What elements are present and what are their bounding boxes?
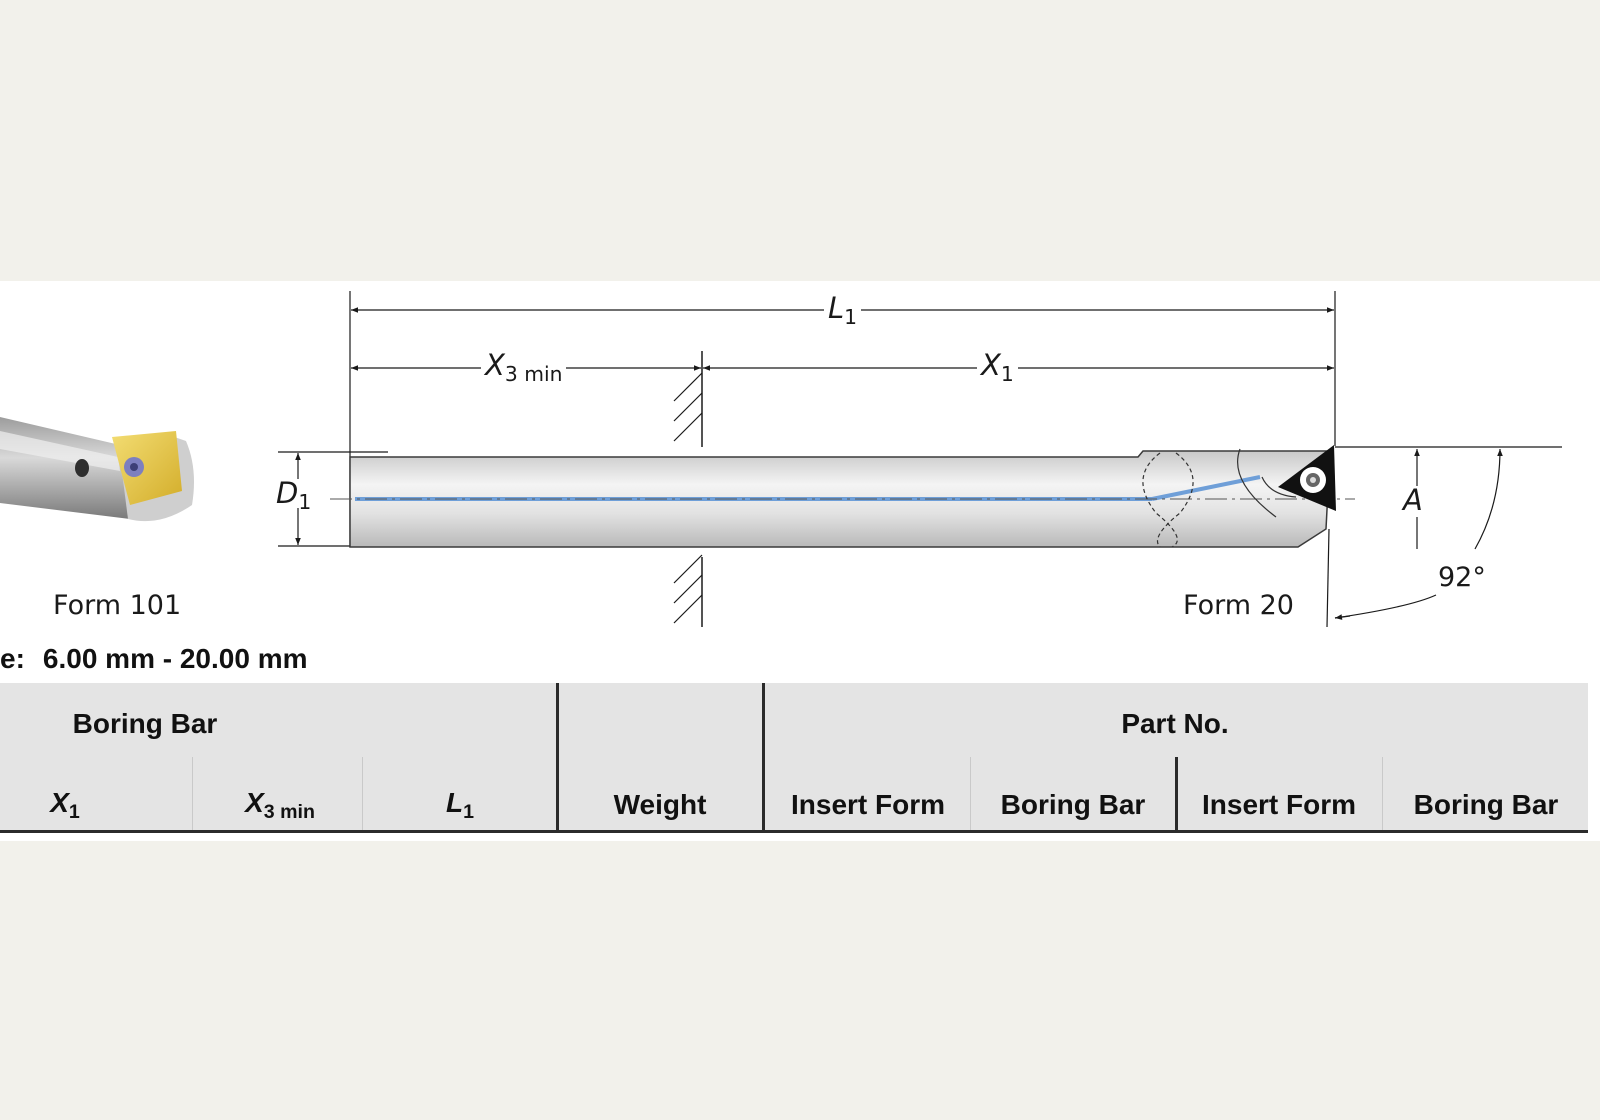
column-header-weight: Weight [613, 789, 707, 820]
dimension-l1: L1 [824, 294, 862, 327]
column-header-x3-min: X3 min [245, 787, 315, 823]
form-101-label: Form 101 [53, 590, 182, 621]
group-header-part-no: Part No. [1121, 708, 1229, 739]
dimension-d1: D1 [272, 479, 316, 512]
column-header-x1: X1 [50, 787, 80, 823]
spec-table-header: Boring Bar Part No. X1 X3 min L1 Weight … [0, 683, 1588, 833]
column-header-l1: L1 [445, 787, 474, 823]
column-divider [970, 757, 971, 830]
form-101-photo [0, 417, 194, 522]
angle-label: 92° [1438, 562, 1486, 593]
size-range-value: 6.00 mm - 20.00 mm [42, 643, 308, 674]
dimension-x1: X1 [977, 351, 1018, 384]
column-header-boring-bar: Boring Bar [1413, 789, 1559, 820]
column-divider [362, 757, 363, 830]
column-divider [192, 757, 193, 830]
size-range: e: 6.00 mm - 20.00 mm [0, 643, 308, 675]
column-divider [556, 683, 559, 830]
dimension-x3-min: X3 min [481, 351, 567, 384]
column-divider [762, 683, 765, 830]
column-divider [1382, 757, 1383, 830]
column-header-insert-form: Insert Form [1201, 789, 1357, 820]
dimension-a: A [1399, 486, 1427, 515]
column-divider [1175, 757, 1178, 830]
column-header-insert-form: Insert Form [790, 789, 946, 820]
form-20-label: Form 20 [1183, 590, 1294, 621]
group-header-boring-bar: Boring Bar [72, 708, 218, 739]
form-20-boring-bar [278, 291, 1562, 628]
column-header-boring-bar: Boring Bar [1000, 789, 1146, 820]
size-range-prefix: e: [0, 643, 25, 674]
technical-drawing [0, 291, 1562, 628]
